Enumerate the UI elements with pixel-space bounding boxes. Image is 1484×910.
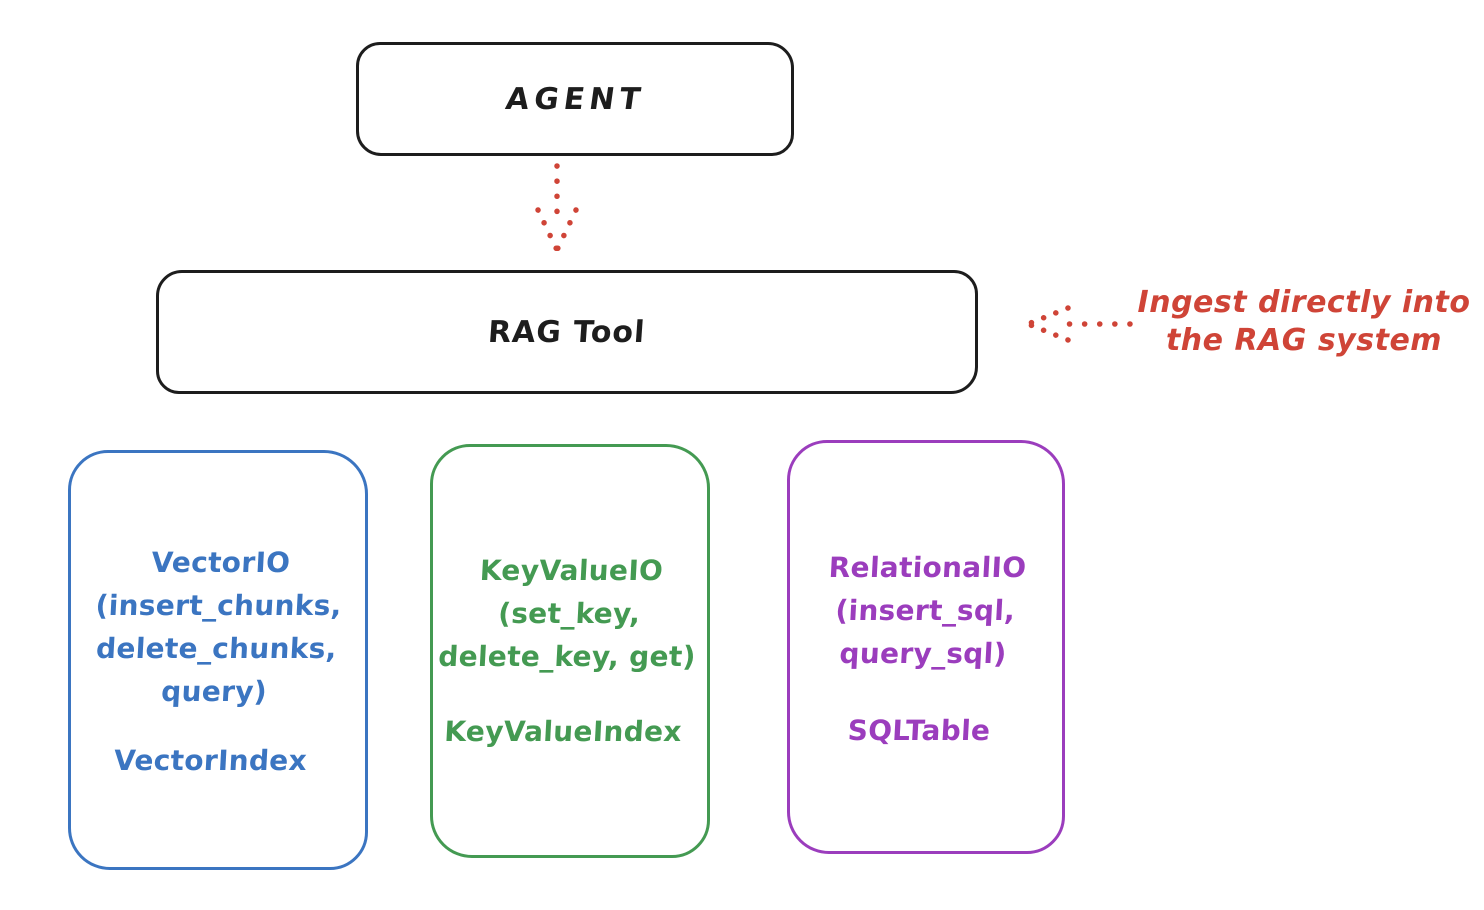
sql-table-label: SQLTable [846,714,992,747]
annotation-line-1: Ingest directly into [1137,285,1471,320]
keyvalue-io-card: KeyValueIO (set_key, delete_key, get) Ke… [430,444,710,858]
agent-label: AGENT [503,81,647,117]
dotted-arrow-left-icon [1025,305,1133,343]
vector-index-label: VectorIndex [113,744,308,777]
dotted-arrow-down-icon [535,163,579,253]
keyvalue-io-label: KeyValueIO (set_key, delete_key, get) [437,554,697,673]
vector-io-label: VectorIO (insert_chunks, delete_chunks, … [94,546,343,708]
agent-node: AGENT [356,42,794,156]
vector-io-card: VectorIO (insert_chunks, delete_chunks, … [68,450,368,870]
rag-tool-label: RAG Tool [487,314,647,350]
annotation-line-2: the RAG system [1165,323,1443,358]
annotation-text: Ingest directly into the RAG system [1134,284,1474,360]
relational-io-label: RelationalIO (insert_sql, query_sql) [827,551,1028,670]
keyvalue-index-label: KeyValueIndex [443,715,683,748]
rag-tool-node: RAG Tool [156,270,978,394]
relational-io-card: RelationalIO (insert_sql, query_sql) SQL… [787,440,1065,854]
